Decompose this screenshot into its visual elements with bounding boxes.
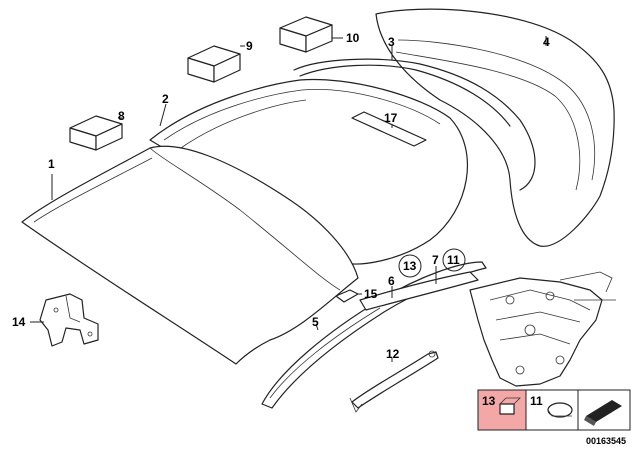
part-5-rail <box>261 261 487 409</box>
part-10-box <box>279 16 333 53</box>
part-6-linkage <box>359 271 479 311</box>
callout-15: 15 <box>364 287 378 301</box>
callout-8: 8 <box>118 109 125 123</box>
callout-9: 9 <box>246 39 253 53</box>
callout-11-circle <box>442 248 466 272</box>
legend-box-arrow <box>577 389 631 431</box>
legend-box-11 <box>525 389 579 431</box>
callout-3: 3 <box>388 35 395 49</box>
callout-10: 10 <box>346 31 360 45</box>
callout-7: 7 <box>432 253 439 267</box>
part-12-strut <box>349 350 439 413</box>
callout-2: 2 <box>162 92 169 106</box>
legend-label-13: 13 <box>482 394 496 408</box>
callout-11: 11 <box>447 253 460 267</box>
part-9-box <box>187 45 241 83</box>
part-17-strip <box>351 111 427 147</box>
diagram-id: 00163545 <box>586 436 626 446</box>
callout-1: 1 <box>48 157 55 171</box>
part-8-box <box>69 115 123 151</box>
callout-12: 12 <box>386 347 400 361</box>
callout-5: 5 <box>312 315 319 329</box>
callout-14: 14 <box>12 315 26 329</box>
part-14-bracket <box>39 293 99 347</box>
callout-13-circle <box>398 254 422 278</box>
part-3-seal <box>293 58 536 191</box>
callout-17: 17 <box>384 111 398 125</box>
legend-label-11: 11 <box>530 394 543 408</box>
callout-4: 4 <box>543 35 550 49</box>
callout-6: 6 <box>388 274 395 288</box>
legend-box-13 <box>477 389 527 431</box>
part-1-front-panel <box>21 145 359 365</box>
callout-13: 13 <box>403 259 417 273</box>
hinge-mechanism <box>469 271 616 387</box>
